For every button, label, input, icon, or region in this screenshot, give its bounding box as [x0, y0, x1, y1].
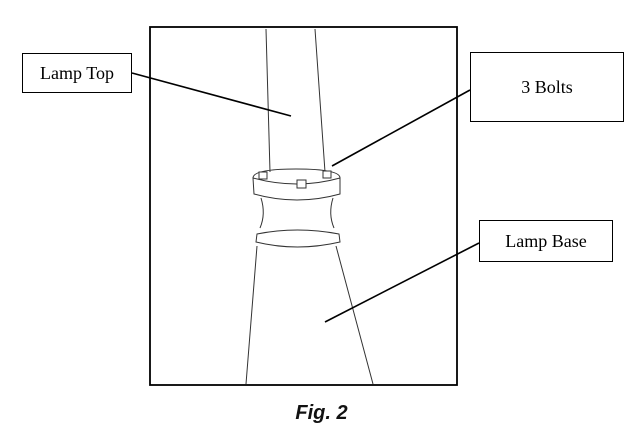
bolt-right: [322, 170, 332, 179]
bolts-label-text: 3 Bolts: [521, 76, 573, 97]
diagram-frame: [149, 26, 458, 386]
lamp-base-cone: [245, 245, 374, 385]
leader-lamp-base: [324, 242, 480, 323]
leader-lamp-top: [131, 72, 292, 117]
lamp-top-label: Lamp Top: [22, 53, 132, 93]
figure-caption: Fig. 2: [295, 402, 348, 424]
lower-ring: [255, 229, 341, 248]
bolt-middle: [296, 179, 307, 189]
bolts: [258, 170, 332, 189]
neck: [259, 197, 335, 229]
collar-top-ellipse: [252, 168, 341, 179]
lamp-top-label-text: Lamp Top: [40, 62, 114, 83]
bolt-left: [258, 171, 268, 180]
bolts-label: 3 Bolts: [470, 52, 624, 122]
collar-body: [252, 177, 341, 201]
lamp-base-label: Lamp Base: [479, 220, 613, 262]
lamp-base-label-text: Lamp Base: [505, 230, 587, 251]
leader-bolts: [331, 89, 471, 167]
lamp-top-pole: [265, 28, 326, 173]
